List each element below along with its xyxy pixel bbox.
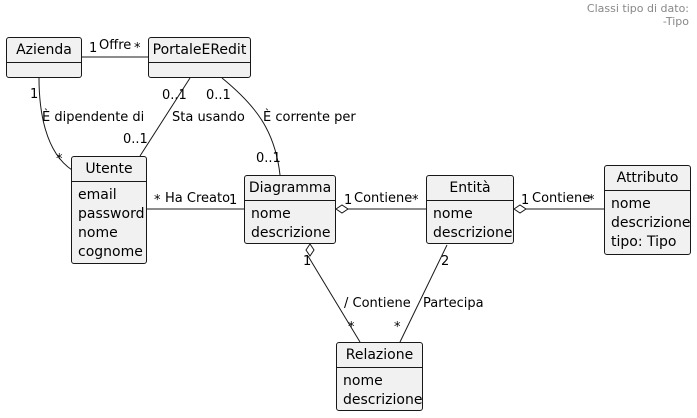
class-relazione-separator — [337, 367, 422, 368]
attribute-nome: nome — [251, 206, 291, 222]
class-diagramma[interactable]: Diagramma nome descrizione — [244, 175, 336, 244]
class-utente[interactable]: Utente email password nome cognome — [71, 156, 147, 264]
contiene-entita-mult-diagramma: 1 — [344, 193, 353, 208]
class-relazione-name: Relazione — [345, 347, 414, 363]
class-attributo-name: Attributo — [616, 170, 679, 186]
attribute-nome: nome — [433, 206, 473, 222]
class-relazione-attributes: nome descrizione — [337, 368, 422, 410]
attribute-descrizione: descrizione — [433, 225, 513, 241]
datatype-note-title: Classi tipo di dato: — [586, 2, 689, 15]
class-utente-name: Utente — [85, 161, 133, 177]
class-utente-attributes: email password nome cognome — [72, 182, 146, 262]
offre-label: Offre — [99, 38, 132, 53]
class-azienda-name: Azienda — [16, 42, 72, 58]
class-utente-separator — [72, 181, 146, 182]
class-relazione[interactable]: Relazione nome descrizione — [336, 342, 423, 411]
attribute-descrizione: descrizione — [611, 215, 691, 231]
attribute-password: password — [78, 206, 145, 222]
datatype-note-item: -Tipo — [662, 15, 689, 28]
contiene-attributo-label: Contiene — [532, 191, 591, 206]
contiene-entita-mult-entita: * — [412, 193, 419, 208]
aggregation-diamond-attributo — [513, 204, 527, 214]
class-diagramma-separator — [245, 200, 335, 201]
class-entita-attributes: nome descrizione — [427, 201, 513, 243]
attribute-descrizione: descrizione — [343, 392, 423, 408]
attribute-nome: nome — [611, 196, 651, 212]
partecipa-mult-entita: 2 — [441, 254, 450, 269]
sta-usando-line — [139, 77, 191, 157]
class-diagramma-attributes: nome descrizione — [245, 201, 335, 243]
class-entita-name: Entità — [449, 180, 491, 196]
dipendente-mult-azienda: 1 — [30, 87, 39, 102]
contiene-relazione-label: / Contiene — [344, 296, 411, 311]
class-attributo-separator — [605, 190, 690, 191]
attribute-descrizione: descrizione — [251, 225, 331, 241]
class-azienda-separator — [7, 62, 81, 63]
contiene-relazione-mult-diagramma: 1 — [303, 254, 312, 269]
corrente-per-mult-portale: 0..1 — [206, 88, 231, 103]
ha-creato-mult-diagramma: 1 — [229, 193, 238, 208]
contiene-entita-label: Contiene — [354, 191, 413, 206]
attribute-nome: nome — [78, 225, 118, 241]
offre-mult-azienda: 1 — [89, 41, 98, 56]
sta-usando-label: Sta usando — [172, 110, 245, 125]
class-entita[interactable]: Entità nome descrizione — [426, 175, 514, 244]
ha-creato-mult-utente: * — [154, 193, 161, 208]
datatype-note: Classi tipo di dato: -Tipo — [587, 2, 689, 28]
aggregation-diamond-entita — [335, 204, 349, 214]
attribute-nome: nome — [343, 373, 383, 389]
contiene-attributo-mult-entita: 1 — [521, 193, 530, 208]
attribute-cognome: cognome — [78, 244, 143, 260]
class-entita-separator — [427, 200, 513, 201]
attribute-email: email — [78, 187, 117, 203]
sta-usando-mult-utente: 0..1 — [123, 132, 148, 147]
attribute-tipo: tipo: Tipo — [611, 234, 677, 250]
class-portaleeredit-separator — [149, 62, 250, 63]
partecipa-line — [399, 244, 448, 343]
sta-usando-mult-portale: 0..1 — [162, 88, 187, 103]
dipendente-line — [38, 77, 73, 171]
class-portaleeredit[interactable]: PortaleERedit — [148, 37, 251, 78]
contiene-relazione-line — [307, 255, 361, 343]
corrente-per-line — [221, 77, 281, 176]
contiene-attributo-mult-attributo: * — [588, 193, 595, 208]
class-attributo-attributes: nome descrizione tipo: Tipo — [605, 191, 690, 252]
corrente-per-label: È corrente per — [263, 110, 356, 125]
class-diagramma-name: Diagramma — [248, 180, 332, 196]
aggregation-diamond-relazione — [305, 243, 315, 257]
partecipa-label: Partecipa — [423, 296, 484, 311]
offre-mult-portale: * — [134, 41, 141, 56]
class-azienda[interactable]: Azienda — [6, 37, 82, 78]
ha-creato-label: Ha Creato — [165, 191, 231, 206]
contiene-relazione-mult-relazione: * — [348, 320, 355, 335]
partecipa-mult-relazione: * — [394, 320, 401, 335]
dipendente-label: È dipendente di — [42, 110, 145, 125]
class-attributo[interactable]: Attributo nome descrizione tipo: Tipo — [604, 165, 691, 255]
dipendente-mult-utente: * — [56, 152, 63, 167]
class-portaleeredit-name: PortaleERedit — [152, 42, 247, 58]
corrente-per-mult-diagramma: 0..1 — [256, 151, 281, 166]
